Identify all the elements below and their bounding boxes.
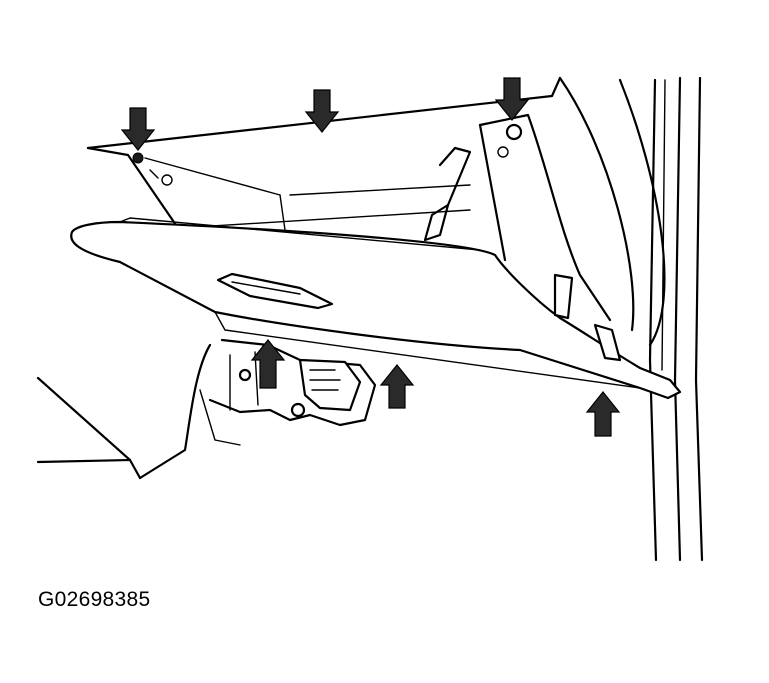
glove-box-door [70, 217, 682, 400]
damper-strut [423, 146, 472, 242]
arrow-bottom-left [250, 339, 286, 389]
arrow-bottom-center [379, 364, 415, 409]
figure-id-label: G02698385 [38, 588, 151, 611]
arrow-top-center [304, 89, 340, 133]
arrow-bottom-right [585, 391, 621, 437]
opening-right-bracket [478, 113, 612, 322]
right-hinge [553, 273, 622, 362]
arrow-top-right-screw [494, 77, 530, 121]
screw-hole-right [505, 123, 523, 141]
opening-left-bracket [132, 152, 173, 186]
arrow-top-left-screw [120, 107, 156, 151]
under-dash-assembly [36, 338, 377, 480]
dash-top-panel [86, 76, 562, 231]
screw-left [132, 152, 144, 164]
door-pillar [558, 76, 704, 562]
glove-box-handle [216, 272, 334, 310]
